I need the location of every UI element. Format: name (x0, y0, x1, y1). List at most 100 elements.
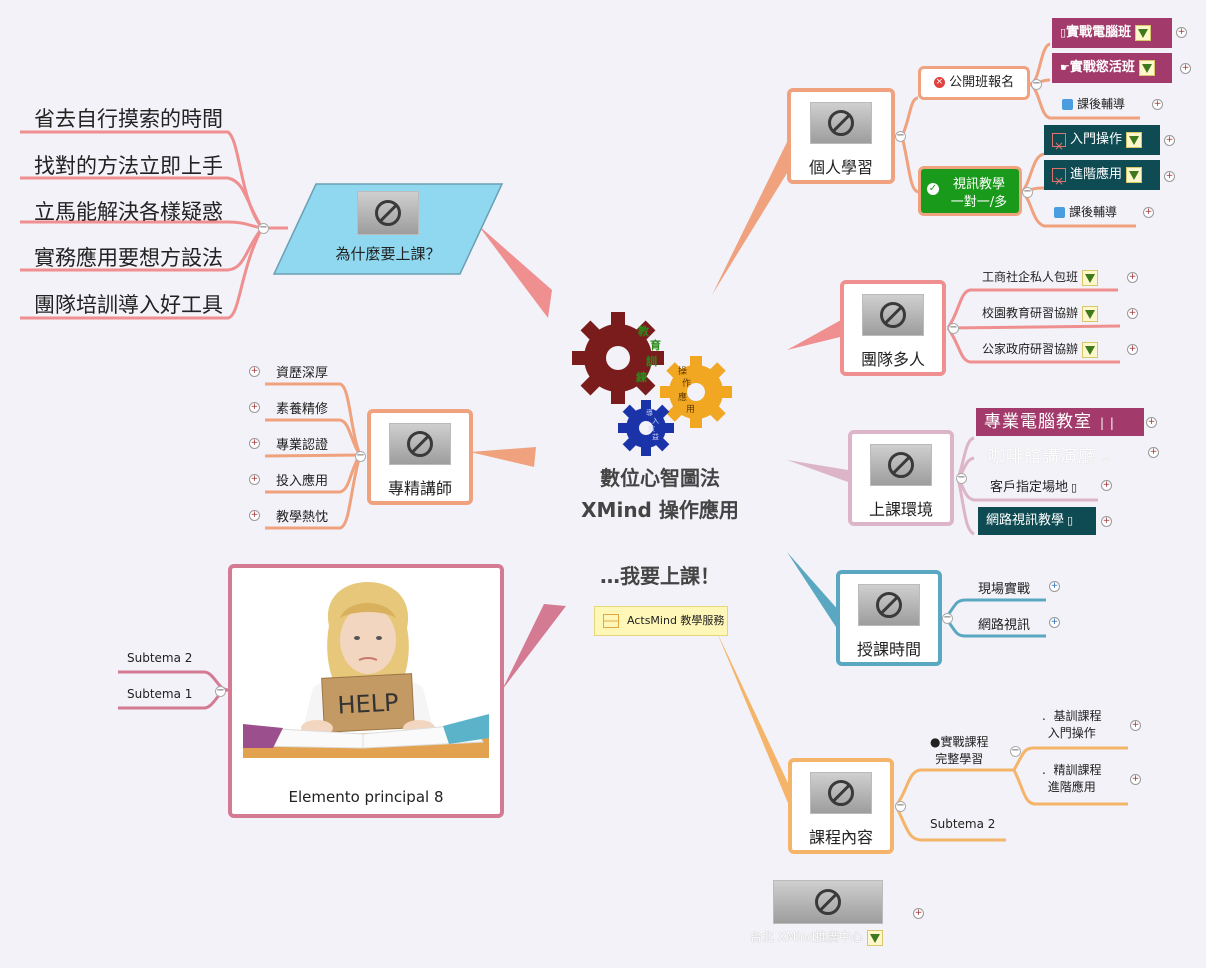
collapse-toggle[interactable]: − (895, 130, 906, 142)
topic-venue-label: 上課環境 (868, 500, 933, 519)
topic-time[interactable]: 授課時間 (836, 570, 942, 666)
why-item[interactable]: 立馬能解決各樣疑惑 (34, 200, 223, 224)
collapse-toggle[interactable]: − (1031, 78, 1042, 90)
course-basic[interactable]: . 基訓課程 入門操作 (1042, 709, 1102, 740)
branch-public-class[interactable]: × 公開班報名 (918, 66, 1030, 100)
course-advanced[interactable]: . 精訓課程 進階應用 (1042, 763, 1102, 794)
topic-time-label: 授課時間 (856, 640, 921, 659)
why-item[interactable]: 找對的方法立即上手 (34, 154, 223, 178)
collapse-toggle[interactable]: − (956, 472, 967, 484)
collapse-toggle[interactable]: − (895, 800, 906, 812)
course-practical-branch[interactable]: ●實戰課程 完整學習 (930, 735, 989, 766)
expand-toggle[interactable]: + (1127, 344, 1138, 355)
item-desire-class[interactable]: ☛實戰慾活班 (1052, 53, 1172, 83)
topic-team[interactable]: 團隊多人 (840, 280, 946, 376)
image-placeholder-icon (810, 772, 872, 814)
time-item[interactable]: 現場實戰 (978, 582, 1031, 597)
expand-toggle[interactable]: + (249, 510, 260, 521)
item-intro-ops[interactable]: 入門操作 (1044, 125, 1160, 161)
collapse-toggle[interactable]: − (215, 685, 226, 697)
teacher-item[interactable]: 資歷深厚 (276, 366, 329, 381)
footer-label: 台北 XMind推廣中心 (750, 930, 863, 944)
image-placeholder-icon (389, 423, 451, 465)
branch-video-teaching[interactable]: ✓ 視訊教學 一對一/多 (918, 166, 1022, 216)
collapse-toggle[interactable]: − (258, 222, 269, 234)
expand-toggle[interactable]: + (1180, 63, 1191, 74)
venue-online-video[interactable]: 網路視訊教學▯ (978, 507, 1096, 535)
expand-toggle[interactable]: + (1130, 774, 1141, 785)
expand-toggle[interactable]: + (1148, 447, 1159, 458)
topic-venue[interactable]: 上課環境 (848, 430, 954, 526)
expand-toggle[interactable]: + (1130, 720, 1141, 731)
topic-personal[interactable]: 個人學習 (787, 88, 895, 184)
expand-toggle[interactable]: + (1101, 516, 1112, 527)
team-item[interactable]: 校園教育研習協辦 (982, 304, 1099, 322)
teacher-item[interactable]: 素養精修 (276, 402, 329, 417)
expand-toggle[interactable]: + (1152, 99, 1163, 110)
expand-toggle[interactable]: + (249, 366, 260, 377)
expand-toggle[interactable]: + (1164, 171, 1175, 182)
team-item[interactable]: 工商社企私人包班 (982, 268, 1099, 286)
expand-toggle[interactable]: + (1049, 581, 1060, 592)
central-subtitle: …我要上課！ (600, 564, 720, 588)
topic-personal-label: 個人學習 (808, 158, 873, 177)
expand-toggle[interactable]: + (1049, 617, 1060, 628)
item-computer-class[interactable]: ▯實戰電腦班 (1052, 18, 1172, 48)
venue-pro-computer-room[interactable]: 專業電腦教室| | (976, 408, 1144, 436)
collapse-toggle[interactable]: − (948, 322, 959, 334)
gears-logo-icon (572, 312, 732, 456)
item-after-class-tutoring-2[interactable]: 課後輔導 (1054, 203, 1117, 220)
flag-icon (866, 929, 883, 946)
item-after-class-tutoring[interactable]: 課後輔導 (1062, 95, 1125, 112)
expand-toggle[interactable]: + (249, 474, 260, 485)
image-placeholder-icon (357, 191, 419, 235)
expand-toggle[interactable]: + (249, 402, 260, 413)
course-subtopic[interactable]: Subtema 2 (930, 817, 996, 831)
central-title-line2: XMind 操作應用 (581, 498, 739, 522)
collapse-toggle[interactable]: − (1010, 745, 1021, 757)
expand-toggle[interactable]: + (1176, 27, 1187, 38)
topic-team-label: 團隊多人 (860, 350, 925, 369)
venue-client-site[interactable]: 客戶指定場地▯ (990, 480, 1078, 495)
item-advanced-app[interactable]: 進階應用 (1044, 160, 1160, 196)
floating-topic-footer[interactable]: 台北 XMind推廣中心 (750, 878, 906, 948)
central-title-line1: 數位心智圖法 (600, 466, 720, 490)
collapse-toggle[interactable]: − (942, 612, 953, 624)
callout-acts-mind[interactable]: ActsMind 教學服務 (594, 606, 728, 636)
venue-cafe-hall[interactable]: 咖啡館講演廳☕ (988, 447, 1112, 467)
topic-image[interactable]: HELP Elemento principal 8 (228, 564, 504, 818)
teacher-item[interactable]: 教學熱忱 (276, 510, 329, 525)
topic-course[interactable]: 課程內容 (788, 758, 894, 854)
topic-image-label: Elemento principal 8 (288, 788, 444, 806)
expand-toggle[interactable]: + (1143, 207, 1154, 218)
sub-topic[interactable]: Subtema 1 (127, 687, 193, 701)
why-item[interactable]: 團隊培訓導入好工具 (34, 293, 223, 317)
why-item[interactable]: 實務應用要想方設法 (34, 246, 223, 270)
why-item[interactable]: 省去自行摸索的時間 (34, 107, 223, 131)
collapse-toggle[interactable]: − (355, 450, 366, 462)
time-item[interactable]: 網路視訊 (978, 618, 1031, 633)
expand-toggle[interactable]: + (1146, 417, 1157, 428)
topic-why-label: 為什麼要上課？ (335, 245, 441, 263)
topic-why[interactable]: 為什麼要上課？ (272, 183, 504, 275)
expand-toggle[interactable]: + (249, 438, 260, 449)
coffee-icon: ☕ (1100, 451, 1112, 465)
callout-icon (603, 614, 619, 628)
teacher-item[interactable]: 專業認證 (276, 438, 329, 453)
expand-toggle[interactable]: + (1101, 480, 1112, 491)
help-girl-image: HELP (243, 578, 489, 758)
teacher-item[interactable]: 投入應用 (276, 474, 329, 489)
flag-icon (1082, 341, 1099, 358)
central-topic[interactable]: 教 育 訓 練 操 作 應 用 導 入 效 益 數位心智圖法 XMind 操作應… (560, 310, 760, 600)
topic-teacher[interactable]: 專精講師 (367, 409, 473, 505)
expand-toggle[interactable]: + (913, 908, 924, 919)
expand-toggle[interactable]: + (1127, 272, 1138, 283)
bullet-icon: ● (930, 735, 941, 749)
no-entry-icon (1052, 166, 1066, 196)
collapse-toggle[interactable]: − (1022, 186, 1033, 198)
team-item[interactable]: 公家政府研習協辦 (982, 340, 1099, 358)
sub-topic[interactable]: Subtema 2 (127, 651, 193, 665)
expand-toggle[interactable]: + (1164, 135, 1175, 146)
expand-toggle[interactable]: + (1127, 308, 1138, 319)
no-entry-icon (1052, 131, 1066, 161)
